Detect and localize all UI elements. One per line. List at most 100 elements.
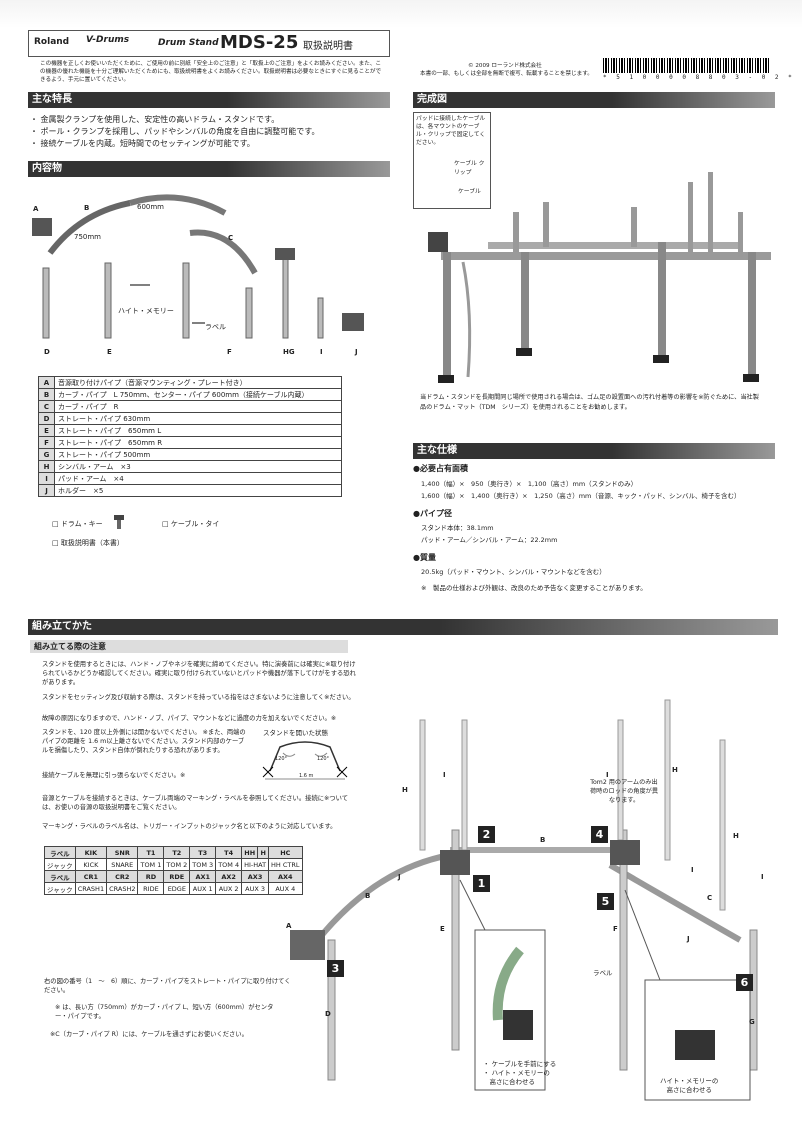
cable-label: ケーブル xyxy=(458,189,481,195)
diagram-letter-e: E xyxy=(440,925,445,933)
diagram-letter-c: C xyxy=(707,894,713,902)
step-number-3: 3 xyxy=(327,960,344,977)
step-number-5: 5 xyxy=(597,893,614,910)
callout-text: パッドに接続したケーブルは、各マウントのケーブル・クリップで固定してください。 xyxy=(416,116,486,146)
distance-label: 1.6 m xyxy=(299,773,314,779)
caption-right: ハイト・メモリーの 高さに合わせる xyxy=(660,1077,719,1094)
assembly-para: スタンドを使用するときには、ハンド・ノブやネジを確実に締めてください。特に演奏前… xyxy=(42,661,356,686)
manual-title: 取扱説明書 xyxy=(303,41,353,52)
assembly-para: 接続ケーブルを無理に引っ張らないでください。※ xyxy=(42,772,186,779)
diagram-letter-j: J xyxy=(687,935,690,943)
caption-left: ・ ケーブルを手前にする ・ ハイト・メモリーの 高さに合わせる xyxy=(483,1060,557,1086)
barcode-number: * 5 1 0 0 0 0 8 8 0 3 - 0 2 * xyxy=(603,74,795,81)
part-letter-hg: HG xyxy=(283,348,295,356)
part-letter-a: A xyxy=(33,205,39,213)
assembly-para: スタンドをセッティング及び収納する際は、スタンドを持っている指をはさまないように… xyxy=(42,694,355,701)
steps-note-1: ※ は、長い方（750mm）がカーブ・パイプ L、短い方（600mm）がセンター… xyxy=(55,1004,274,1020)
section-contents-title: 内容物 xyxy=(28,161,390,177)
barcode xyxy=(603,58,771,73)
product-name: Drum Stand xyxy=(158,38,219,48)
title-box xyxy=(28,30,390,57)
tom2-note: Tom2 用のアームのみ出荷時のロッドの角度が異なります。 xyxy=(589,779,659,804)
spec-line: 1,600（幅）× 1,400（奥行き）× 1,250（高さ）mm（音源、キック… xyxy=(421,492,741,500)
feature-item: ・ 金属製クランプを使用した、安定性の高いドラム・スタンドです。 xyxy=(30,115,280,124)
dimension-600: 600mm xyxy=(137,203,164,211)
series-logo: V-Drums xyxy=(86,35,130,45)
copyright: © 2009 ローランド株式会社 xyxy=(468,63,542,69)
extra-drum-key: □ ドラム・キー xyxy=(52,520,103,528)
step-number-1: 1 xyxy=(473,875,490,892)
step-number-4: 4 xyxy=(591,826,608,843)
part-letter-d: D xyxy=(44,348,50,356)
drum-key-icon xyxy=(114,515,124,529)
part-letter-i: I xyxy=(320,348,323,356)
part-letter-j: J xyxy=(355,348,358,356)
spec-line: 20.5kg（パッド・マウント、シンバル・マウントなどを含む） xyxy=(421,568,606,576)
steps-intro: 右の図の番号（1 ～ 6）順に、カーブ・パイプをストレート・パイプに取り付けてく… xyxy=(44,978,291,994)
diagram-letter-h: H xyxy=(402,786,408,794)
assembly-para: 音源とケーブルを接続するときは、ケーブル両端のマーキング・ラベルを参照してくださ… xyxy=(42,795,349,811)
diagram-letter-i: I xyxy=(606,771,609,779)
assembly-para: スタンドを、120 度以上外側には開かないでください。 ※また、両端のパイプの距… xyxy=(42,729,246,754)
diagram-letter-a: A xyxy=(286,922,292,930)
label-tag-label: ラベル xyxy=(593,969,613,977)
top-gradient-band xyxy=(0,0,802,28)
spec-heading: ●必要占有面積 xyxy=(413,464,468,473)
part-letter-b: B xyxy=(84,204,90,212)
dimension-750: 750mm xyxy=(74,233,101,241)
spec-line: パッド・アーム／シンバル・アーム：22.2mm xyxy=(421,536,558,544)
diagram-letter-b: B xyxy=(365,892,371,900)
assembly-para: 故障の原因になりますので、ハンド・ノブ、パイプ、マウントなどに過度の力を加えない… xyxy=(42,715,337,722)
specs-list: ●必要占有面積 1,400（幅）× 950（奥行き）× 1,100（高さ）mm（… xyxy=(413,463,783,594)
angle-left: 120° xyxy=(275,756,288,762)
part-letter-c: C xyxy=(228,234,234,242)
section-complete-title: 完成図 xyxy=(413,92,775,108)
angle-right: 120° xyxy=(317,756,330,762)
extra-cable-tie: □ ケーブル・タイ xyxy=(162,520,220,528)
feature-item: ・ 接続ケーブルを内蔵。短時間でのセッティングが可能です。 xyxy=(30,139,255,148)
assembly-diagram xyxy=(290,699,758,1101)
intro-text: この機器を正しくお使いいただくために、ご使用の前に別紙「安全上のご注意」と「取扱… xyxy=(40,61,382,83)
steps-note-2: ※C（カーブ・パイプ R）には、ケーブルを通さずにお使いください。 xyxy=(50,1031,248,1038)
part-letter-f: F xyxy=(227,348,232,356)
cable-clip-callout xyxy=(413,112,491,209)
spec-footnote: ※ 製品の仕様および外観は、改良のため予告なく変更することがあります。 xyxy=(421,584,647,592)
copyright-note: 本書の一部、もしくは全部を無断で複写、転載することを禁じます。 xyxy=(420,71,593,77)
diagram-letter-i: I xyxy=(761,873,764,881)
spec-line: スタンド本体：38.1mm xyxy=(421,524,494,532)
open-angle-diagram xyxy=(262,741,348,780)
feature-item: ・ ポール・クランプを採用し、パッドやシンバルの角度を自由に調整可能です。 xyxy=(30,127,320,136)
diagram-letter-h: H xyxy=(672,766,678,774)
open-state-label: スタンドを開いた状態 xyxy=(263,729,328,737)
diagram-letter-f: F xyxy=(613,925,618,933)
step-number-6: 6 xyxy=(736,974,753,991)
spec-heading: ●パイプ径 xyxy=(413,509,452,518)
spec-line: 1,400（幅）× 950（奥行き）× 1,100（高さ）mm（スタンドのみ） xyxy=(421,480,638,488)
step-number-2: 2 xyxy=(478,826,495,843)
label-tag-label: ラベル xyxy=(205,323,226,331)
diagram-letter-b: B xyxy=(540,836,546,844)
assembly-para: マーキング・ラベルのラベル名は、トリガー・インプットのジャック名と以下のように対… xyxy=(42,823,337,830)
section-assembly-title: 組み立てかた xyxy=(28,619,778,635)
clip-label: ケーブル クリップ xyxy=(454,161,485,176)
diagram-letter-i: I xyxy=(691,866,694,874)
parts-illustration xyxy=(32,194,364,339)
diagram-letter-h: H xyxy=(733,832,739,840)
part-letter-e: E xyxy=(107,348,112,356)
diagram-letter-i: I xyxy=(443,771,446,779)
